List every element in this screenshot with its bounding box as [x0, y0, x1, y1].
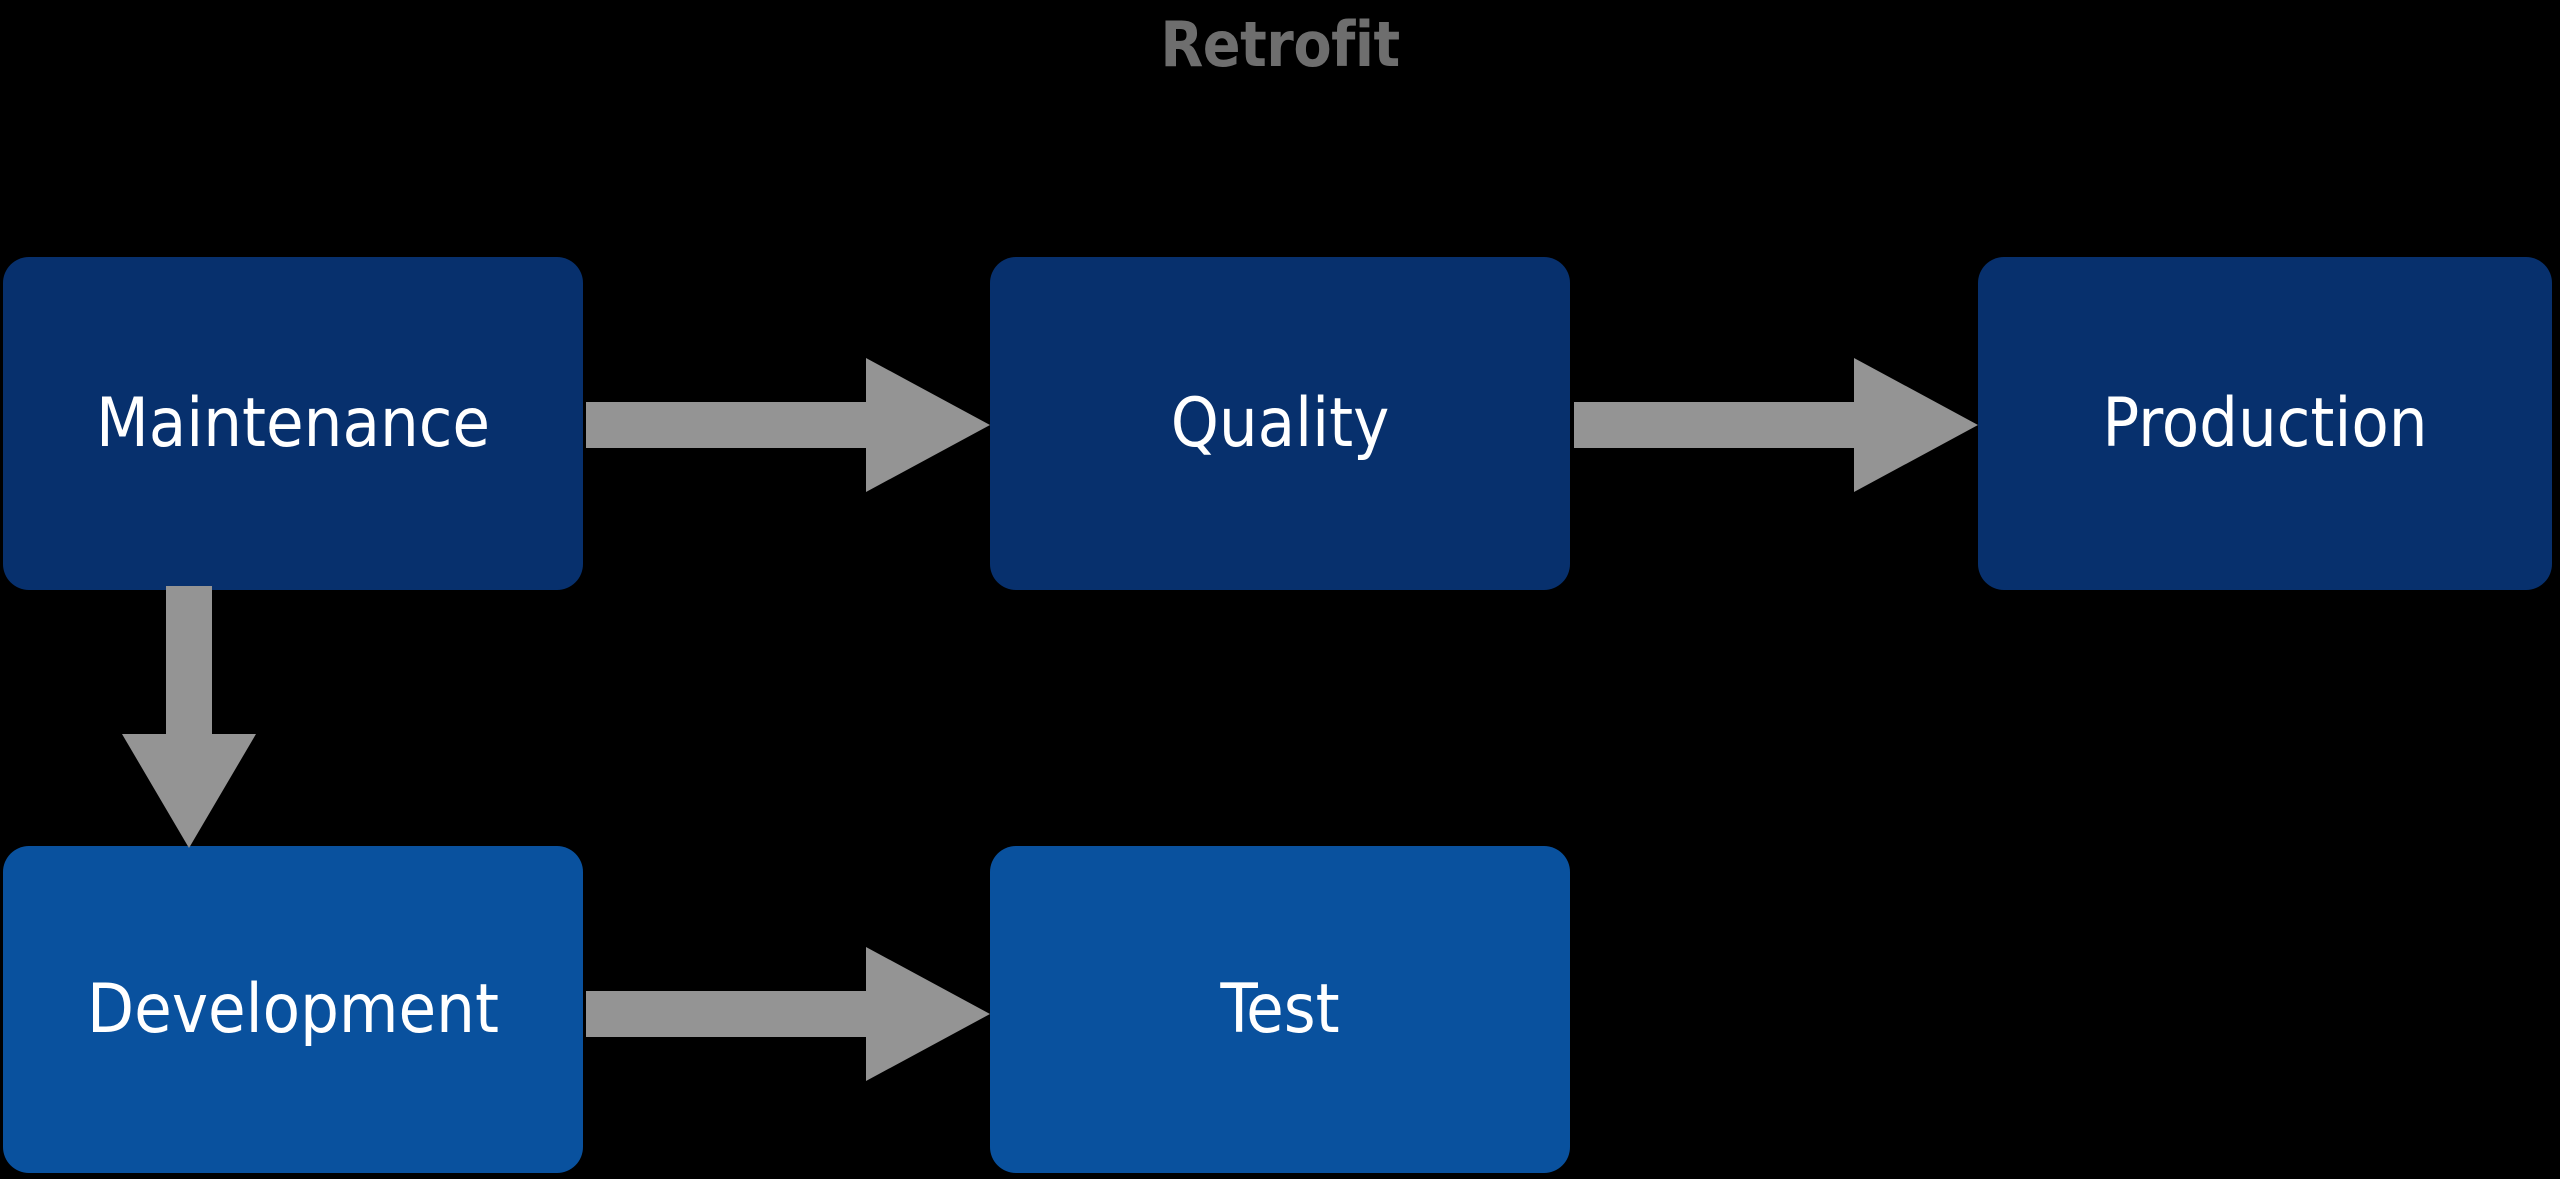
- node-maintenance[interactable]: Maintenance: [3, 257, 583, 590]
- arrow-right-icon-development-to-test: [586, 947, 990, 1081]
- page-title: Retrofit: [1160, 8, 1400, 81]
- node-development-label: Development: [87, 969, 499, 1049]
- node-test[interactable]: Test: [990, 846, 1570, 1173]
- node-quality-label: Quality: [1170, 383, 1390, 463]
- arrow-down-icon-maintenance-to-development: [122, 586, 256, 848]
- node-quality[interactable]: Quality: [990, 257, 1570, 590]
- node-development[interactable]: Development: [3, 846, 583, 1173]
- node-maintenance-label: Maintenance: [95, 383, 491, 463]
- node-production-label: Production: [2102, 383, 2428, 463]
- node-test-label: Test: [1220, 969, 1340, 1049]
- arrow-right-icon-quality-to-production: [1574, 358, 1978, 492]
- arrow-right-icon-maintenance-to-quality: [586, 358, 990, 492]
- node-production[interactable]: Production: [1978, 257, 2552, 590]
